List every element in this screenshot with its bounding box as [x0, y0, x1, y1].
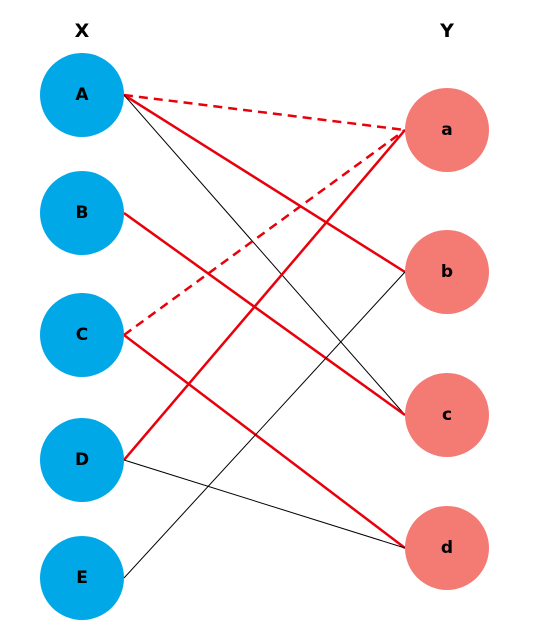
right-node-b: b	[405, 230, 489, 314]
right-node-circle	[405, 230, 489, 314]
left-node-C: C	[40, 293, 124, 377]
right-node-circle	[405, 373, 489, 457]
left-node-E: E	[40, 536, 124, 620]
left-node-circle	[40, 53, 124, 137]
left-node-label: B	[76, 203, 89, 223]
right-node-c: c	[405, 373, 489, 457]
left-node-label: E	[76, 568, 88, 588]
edge-C-a	[123, 128, 406, 337]
edge-A-c	[123, 94, 406, 416]
left-node-circle	[40, 171, 124, 255]
edge-E-b	[123, 271, 406, 579]
left-node-label: A	[75, 85, 89, 105]
right-node-label: b	[441, 262, 453, 282]
right-node-circle	[405, 88, 489, 172]
edge-A-a	[123, 93, 406, 132]
right-column-header: Y	[439, 20, 454, 42]
edge-D-d	[123, 459, 406, 549]
edge-D-a	[123, 129, 406, 461]
left-node-circle	[40, 293, 124, 377]
right-node-circle	[405, 506, 489, 590]
left-node-circle	[40, 418, 124, 502]
edge-B-c	[123, 211, 406, 417]
edge-C-d	[123, 334, 406, 549]
right-node-d: d	[405, 506, 489, 590]
left-node-label: D	[75, 450, 89, 470]
right-node-label: a	[441, 120, 452, 140]
left-node-circle	[40, 536, 124, 620]
edges-layer	[123, 93, 406, 579]
right-node-label: c	[442, 405, 452, 425]
left-column-header: X	[75, 20, 90, 42]
edge-A-b	[123, 93, 406, 274]
left-node-B: B	[40, 171, 124, 255]
right-node-label: d	[441, 538, 453, 558]
left-node-D: D	[40, 418, 124, 502]
left-node-label: C	[76, 325, 88, 345]
right-node-a: a	[405, 88, 489, 172]
nodes-layer: A B C D Ea b c d	[40, 53, 489, 620]
left-node-A: A	[40, 53, 124, 137]
